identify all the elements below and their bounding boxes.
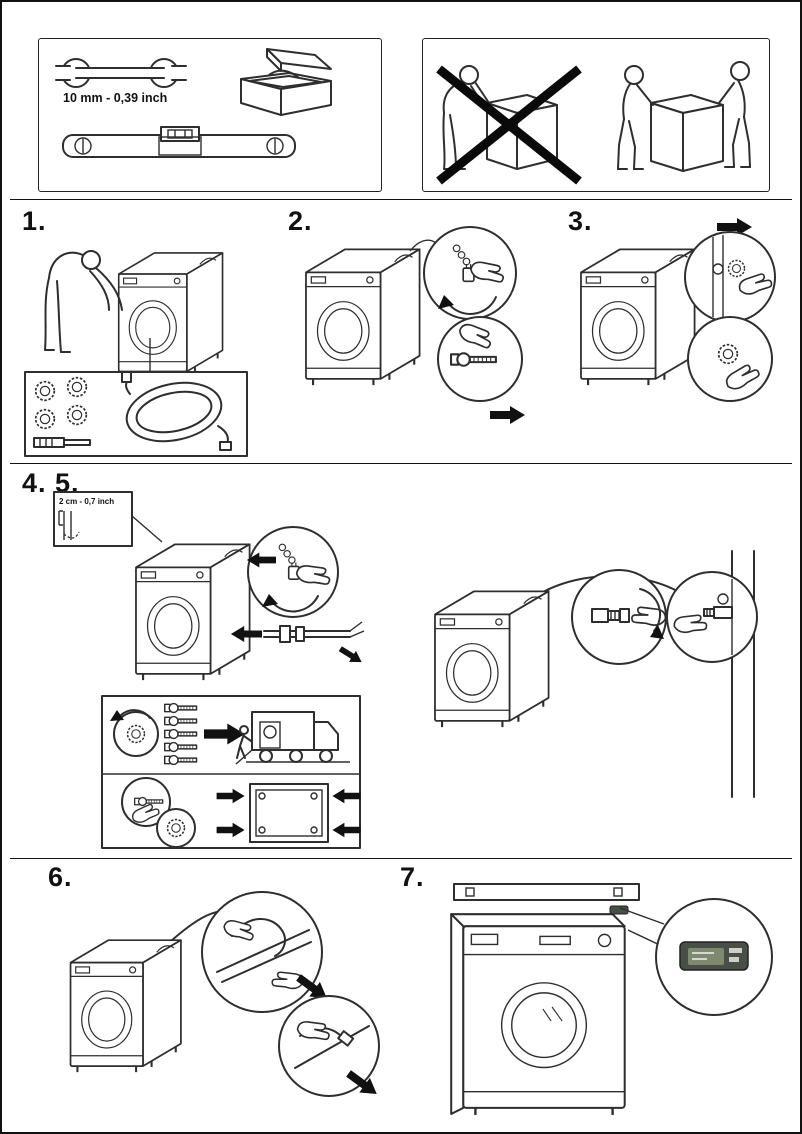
rating-sticker-zoom (679, 941, 749, 971)
truck-icon (235, 711, 350, 765)
leader-line (619, 907, 665, 925)
step-1-illustration (24, 250, 248, 457)
step-7-label: 7. (400, 862, 425, 892)
washing-machine-icon (579, 248, 696, 387)
washing-machine-icon (117, 252, 224, 379)
hand-with-hose-end (294, 1017, 383, 1102)
required-tools-panel: 10 mm - 0,39 inch (38, 38, 382, 192)
person-figure (44, 250, 123, 353)
section-divider (10, 858, 792, 859)
step-7-illustration (449, 883, 773, 1117)
wooden-top-frame (453, 883, 640, 901)
lifting-instruction-panel (422, 38, 770, 192)
cord-line (409, 239, 437, 252)
prohibited-cross-icon (436, 65, 582, 185)
step-3-illustration (579, 218, 776, 402)
step-4-illustration: 2 cm - 0,7 inch (53, 491, 366, 849)
hands-hooking-hose (216, 915, 333, 1006)
clearance-note: 2 cm - 0,7 inch (53, 491, 163, 547)
step-1-label: 1. (22, 206, 47, 236)
no-single-person-lift-icon (436, 65, 582, 185)
section-divider (10, 199, 792, 200)
washing-machine-icon (304, 248, 421, 387)
inlet-hose-icon (121, 371, 232, 451)
hand-inserting-cap (712, 235, 774, 319)
step-2-illustration (304, 226, 525, 424)
washing-machine-icon (134, 543, 251, 682)
rating-sticker-icon (609, 905, 629, 915)
cap-icon (126, 724, 146, 744)
tool-icon (33, 437, 91, 448)
step-5-illustration (433, 550, 758, 798)
washing-machine-icon (449, 912, 626, 1117)
two-person-lift-icon (617, 61, 751, 172)
parts-box (24, 371, 248, 457)
step-2-label: 2. (288, 206, 313, 236)
washing-machine-icon (69, 939, 182, 1074)
transport-box (101, 695, 361, 849)
section-divider (10, 463, 792, 464)
spirit-level-icon (62, 126, 296, 158)
hand-with-plug-chain (246, 543, 333, 613)
hand-removing-plug (438, 244, 508, 315)
toolbox-icon (240, 48, 332, 116)
inlet-hose-fitting (230, 621, 366, 668)
hose-clearance-label: 2 cm - 0,7 inch (59, 497, 114, 506)
cap-icon (166, 818, 186, 838)
hand-at-tap (673, 579, 733, 655)
wrench-icon (55, 58, 187, 88)
step-6-illustration (69, 891, 383, 1102)
wrench-size-label: 10 mm - 0,39 inch (63, 91, 168, 105)
machine-rear-panel (216, 783, 361, 843)
arrow-icon (490, 406, 525, 424)
step-3-label: 3. (568, 206, 593, 236)
washing-machine-icon (433, 590, 550, 729)
detail-circle (278, 995, 380, 1097)
hand-screwing-valve (591, 588, 667, 639)
step-6-label: 6. (48, 862, 73, 892)
